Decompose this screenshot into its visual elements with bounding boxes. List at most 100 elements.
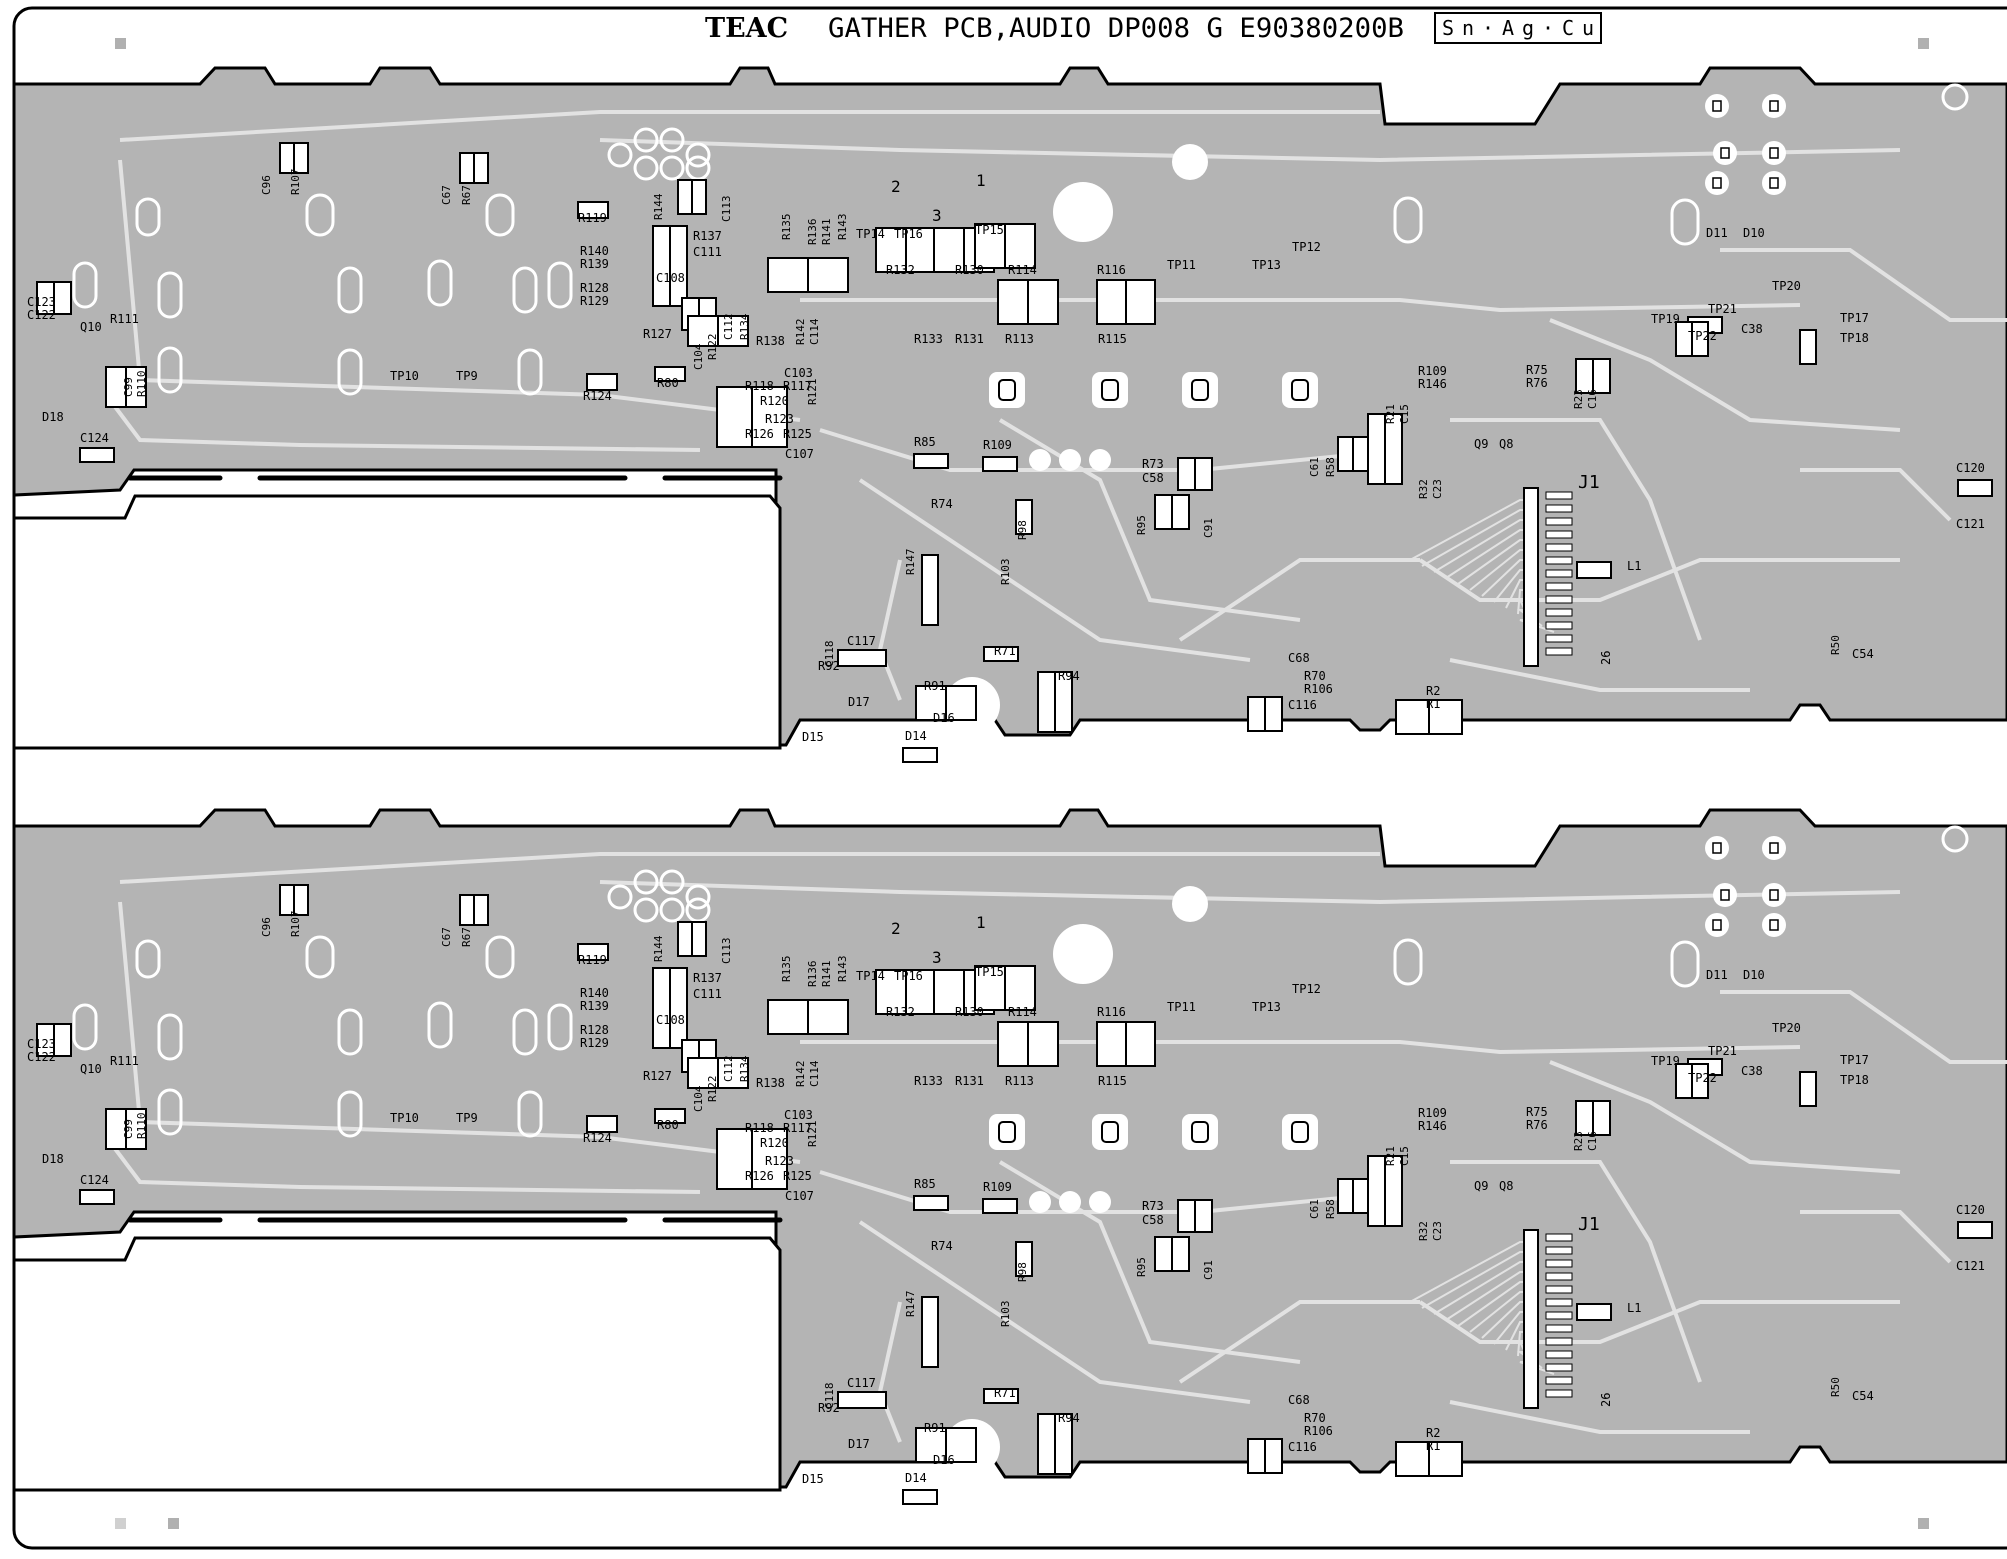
via-pad	[633, 897, 659, 923]
silkscreen-label: R129	[580, 294, 609, 308]
copper-trace	[1549, 1060, 1901, 1174]
silkscreen-label: R111	[110, 312, 139, 326]
silkscreen-label: D10	[1743, 968, 1765, 982]
pad-marker	[1101, 1121, 1119, 1143]
component-footprint	[921, 554, 939, 626]
silkscreen-label: TP12	[1292, 240, 1321, 254]
pad-marker	[1769, 100, 1779, 112]
silkscreen-label: R98	[1016, 1262, 1029, 1282]
silkscreen-label: R67	[460, 185, 473, 205]
silkscreen-label: R1	[1426, 697, 1440, 711]
silkscreen-label: C108	[656, 271, 685, 285]
component-footprint	[1957, 1221, 1993, 1239]
silkscreen-label: R103	[999, 1301, 1012, 1328]
silkscreen-label: R135	[780, 956, 793, 983]
silkscreen-label: R70	[1304, 669, 1326, 683]
silkscreen-label: C68	[1288, 1393, 1310, 1407]
silkscreen-label: L1	[1627, 1301, 1641, 1315]
silkscreen-label: C116	[1288, 1440, 1317, 1454]
silkscreen-label: R136	[806, 961, 819, 988]
silkscreen-label: R115	[1098, 332, 1127, 346]
silkscreen-label: C121	[1956, 517, 1985, 531]
silkscreen-label: R120	[760, 1136, 789, 1150]
pad-marker	[1769, 147, 1779, 159]
silkscreen-label: R70	[1304, 1411, 1326, 1425]
silkscreen-label: R109	[1418, 364, 1447, 378]
silkscreen-label: C99	[122, 377, 135, 397]
component-footprint	[983, 646, 1019, 662]
silkscreen-label: R110	[135, 371, 148, 398]
silkscreen-label: R121	[806, 1121, 819, 1148]
through-hole-pad	[989, 372, 1025, 408]
component-footprint	[982, 1198, 1018, 1214]
mounting-hole	[1172, 144, 1208, 180]
silkscreen-label: D18	[42, 1152, 64, 1166]
silkscreen-label: 1	[976, 171, 986, 190]
silkscreen-label: C58	[1142, 471, 1164, 485]
silkscreen-label: R50	[1829, 635, 1842, 655]
silkscreen-label: R133	[914, 1074, 943, 1088]
silkscreen-label: R128	[580, 281, 609, 295]
copper-trace	[108, 1140, 701, 1194]
silkscreen-label: R58	[1324, 1199, 1337, 1219]
silkscreen-label: Q8	[1499, 437, 1513, 451]
silkscreen-label: R130	[955, 1005, 984, 1019]
silkscreen-label: R92	[818, 659, 840, 673]
title-block: TEAC GATHER PCB,AUDIO DP008 G E90380200B…	[705, 12, 1602, 44]
silkscreen-label: R71	[994, 644, 1016, 658]
silkscreen-label: R121	[806, 379, 819, 406]
silkscreen-label: R123	[765, 412, 794, 426]
silkscreen-label: C117	[847, 1376, 876, 1390]
silkscreen-label: C113	[720, 938, 733, 965]
silkscreen-label: C122	[27, 308, 56, 322]
through-hole-pad	[337, 348, 363, 396]
through-hole-pad	[1762, 883, 1786, 907]
through-hole-pad	[1762, 141, 1786, 165]
connector-pin-pad	[1545, 608, 1573, 617]
component-footprint	[983, 1388, 1019, 1404]
silkscreen-label: R111	[110, 1054, 139, 1068]
silkscreen-label: R139	[580, 999, 609, 1013]
silkscreen-label: C107	[785, 1189, 814, 1203]
silkscreen-label: R118	[745, 1121, 774, 1135]
through-hole-pad	[1762, 94, 1786, 118]
silkscreen-label: R127	[643, 327, 672, 341]
silkscreen-label: R119	[578, 211, 607, 225]
silkscreen-label: C118	[823, 641, 836, 668]
via-pad	[633, 127, 659, 153]
via-pad	[685, 142, 711, 168]
component-footprint	[1015, 1241, 1033, 1277]
silkscreen-label: C122	[27, 1050, 56, 1064]
pad-marker	[1712, 919, 1722, 931]
pad-marker	[1769, 919, 1779, 931]
silkscreen-label: R118	[745, 379, 774, 393]
pad-marker	[1720, 147, 1730, 159]
silkscreen-label: TP19	[1651, 1054, 1680, 1068]
pad-marker	[1712, 100, 1722, 112]
silkscreen-label: C103	[784, 1108, 813, 1122]
silkscreen-label: R126	[745, 427, 774, 441]
through-hole-pad	[1092, 1114, 1128, 1150]
component-footprint	[577, 201, 609, 219]
silkscreen-label: TP22	[1688, 1071, 1717, 1085]
silkscreen-label: R142	[794, 319, 807, 346]
silkscreen-label: C116	[1288, 698, 1317, 712]
silkscreen-label: R107	[289, 911, 302, 938]
connector-pin-pad	[1545, 1285, 1573, 1294]
copper-trace	[1449, 1400, 1750, 1434]
through-hole-pad	[485, 193, 515, 237]
silkscreen-label: C54	[1852, 647, 1874, 661]
pad-marker	[1720, 889, 1730, 901]
pad-marker	[1191, 379, 1209, 401]
component-footprint	[837, 1391, 887, 1409]
silkscreen-label: J1	[1578, 1214, 1600, 1235]
connector-pin-pad	[1545, 569, 1573, 578]
silkscreen-label: TP13	[1252, 258, 1281, 272]
mounting-hole	[1941, 825, 1969, 853]
silkscreen-label: 2	[891, 919, 901, 938]
through-hole-pad	[157, 271, 183, 319]
through-hole-pad	[1705, 913, 1729, 937]
silkscreen-label: R117	[783, 1121, 812, 1135]
silkscreen-label: R109	[983, 438, 1012, 452]
silkscreen-label: J1	[1578, 472, 1600, 493]
